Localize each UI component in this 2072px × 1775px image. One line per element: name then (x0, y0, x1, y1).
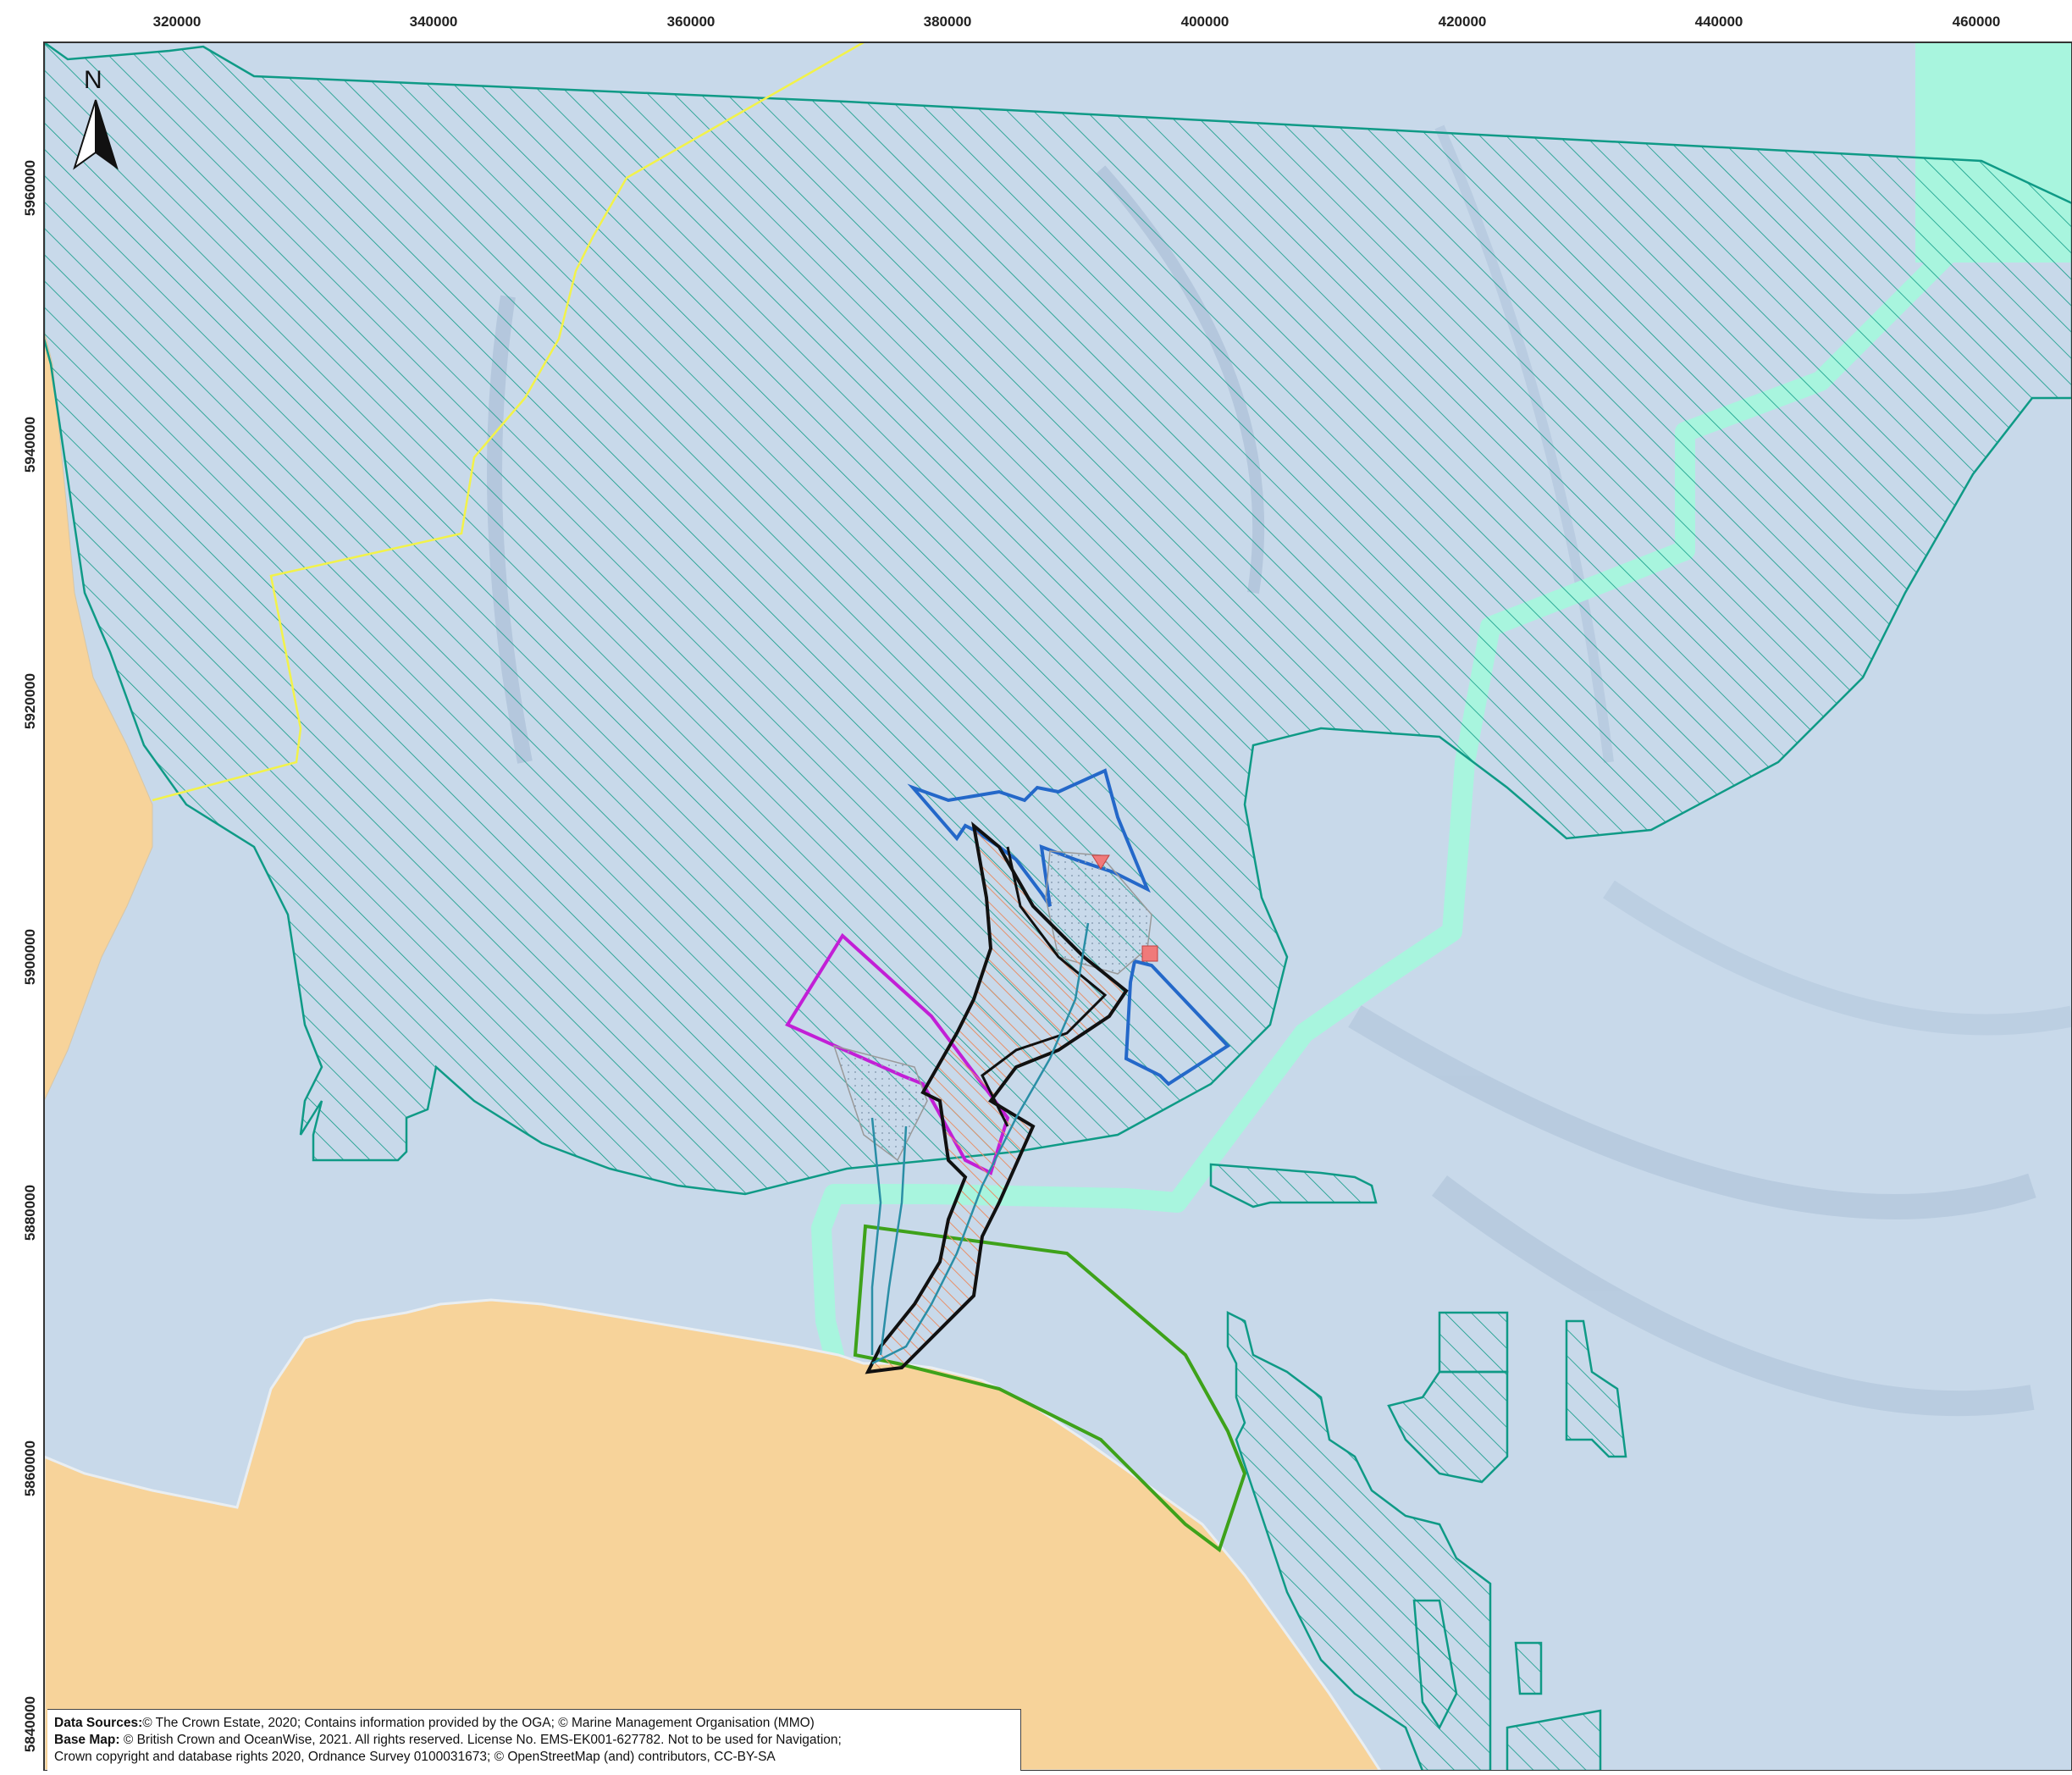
triangle-marker-icon[interactable] (1091, 854, 1110, 870)
designated-area-small-1 (1209, 1163, 1378, 1208)
export-cable-corridor (865, 821, 1129, 1374)
y-tick-label: 5900000 (22, 928, 38, 986)
designated-area-large (44, 42, 2072, 1196)
land-northwest (44, 329, 153, 1102)
designated-area-south-east-7 (1506, 1709, 1602, 1771)
credits-line-data-sources: Data Sources:© The Crown Estate, 2020; C… (54, 1715, 1014, 1732)
cable-route-3 (870, 1117, 882, 1355)
square-marker-icon[interactable] (1141, 945, 1158, 962)
x-tick-label: 400000 (1180, 14, 1229, 30)
x-tick-label: 320000 (152, 14, 202, 30)
y-tick-label: 5960000 (22, 159, 38, 217)
credits-text-data-sources: © The Crown Estate, 2020; Contains infor… (142, 1716, 815, 1730)
x-tick-label: 440000 (1694, 14, 1743, 30)
y-tick-label: 5860000 (22, 1440, 38, 1497)
data-sources-credits: Data Sources:© The Crown Estate, 2020; C… (47, 1709, 1021, 1771)
y-tick-label: 5840000 (22, 1695, 38, 1753)
north-arrow-icon (73, 99, 119, 170)
designated-area-south-east-6 (1514, 1641, 1543, 1695)
x-tick-label: 340000 (409, 14, 458, 30)
credits-label-data-sources: Data Sources: (54, 1716, 143, 1730)
x-tick-label: 460000 (1952, 14, 2001, 30)
x-tick-label: 420000 (1438, 14, 1487, 30)
cable-route-1 (871, 922, 1090, 1365)
designated-area-south-east-2 (1387, 1370, 1509, 1484)
credits-label-base-map: Base Map: (54, 1733, 120, 1747)
y-tick-label: 5880000 (22, 1184, 38, 1241)
designated-area-south-east-4 (1438, 1311, 1509, 1374)
yellow-boundary-line (152, 42, 865, 802)
designated-area-south-east-5 (1412, 1599, 1458, 1730)
y-tick-label: 5920000 (22, 672, 38, 730)
zone-magenta-dotted (832, 1044, 928, 1162)
credits-text-base-map: © British Crown and OceanWise, 2021. All… (119, 1733, 842, 1747)
cable-route-2 (879, 1125, 908, 1356)
x-tick-label: 380000 (923, 14, 972, 30)
land-south (44, 1298, 1382, 1771)
offshore-wind-boundary-east (1124, 959, 1231, 1087)
north-label: N (84, 66, 102, 94)
credits-line-copyright: Crown copyright and database rights 2020… (54, 1750, 776, 1764)
designated-area-south-east-3 (1565, 1319, 1627, 1458)
x-tick-label: 360000 (666, 14, 716, 30)
y-tick-label: 5940000 (22, 416, 38, 473)
export-cable-corridor-inner (981, 846, 1108, 1127)
credits-line-base-map: Base Map: © British Crown and OceanWise,… (54, 1732, 1014, 1749)
